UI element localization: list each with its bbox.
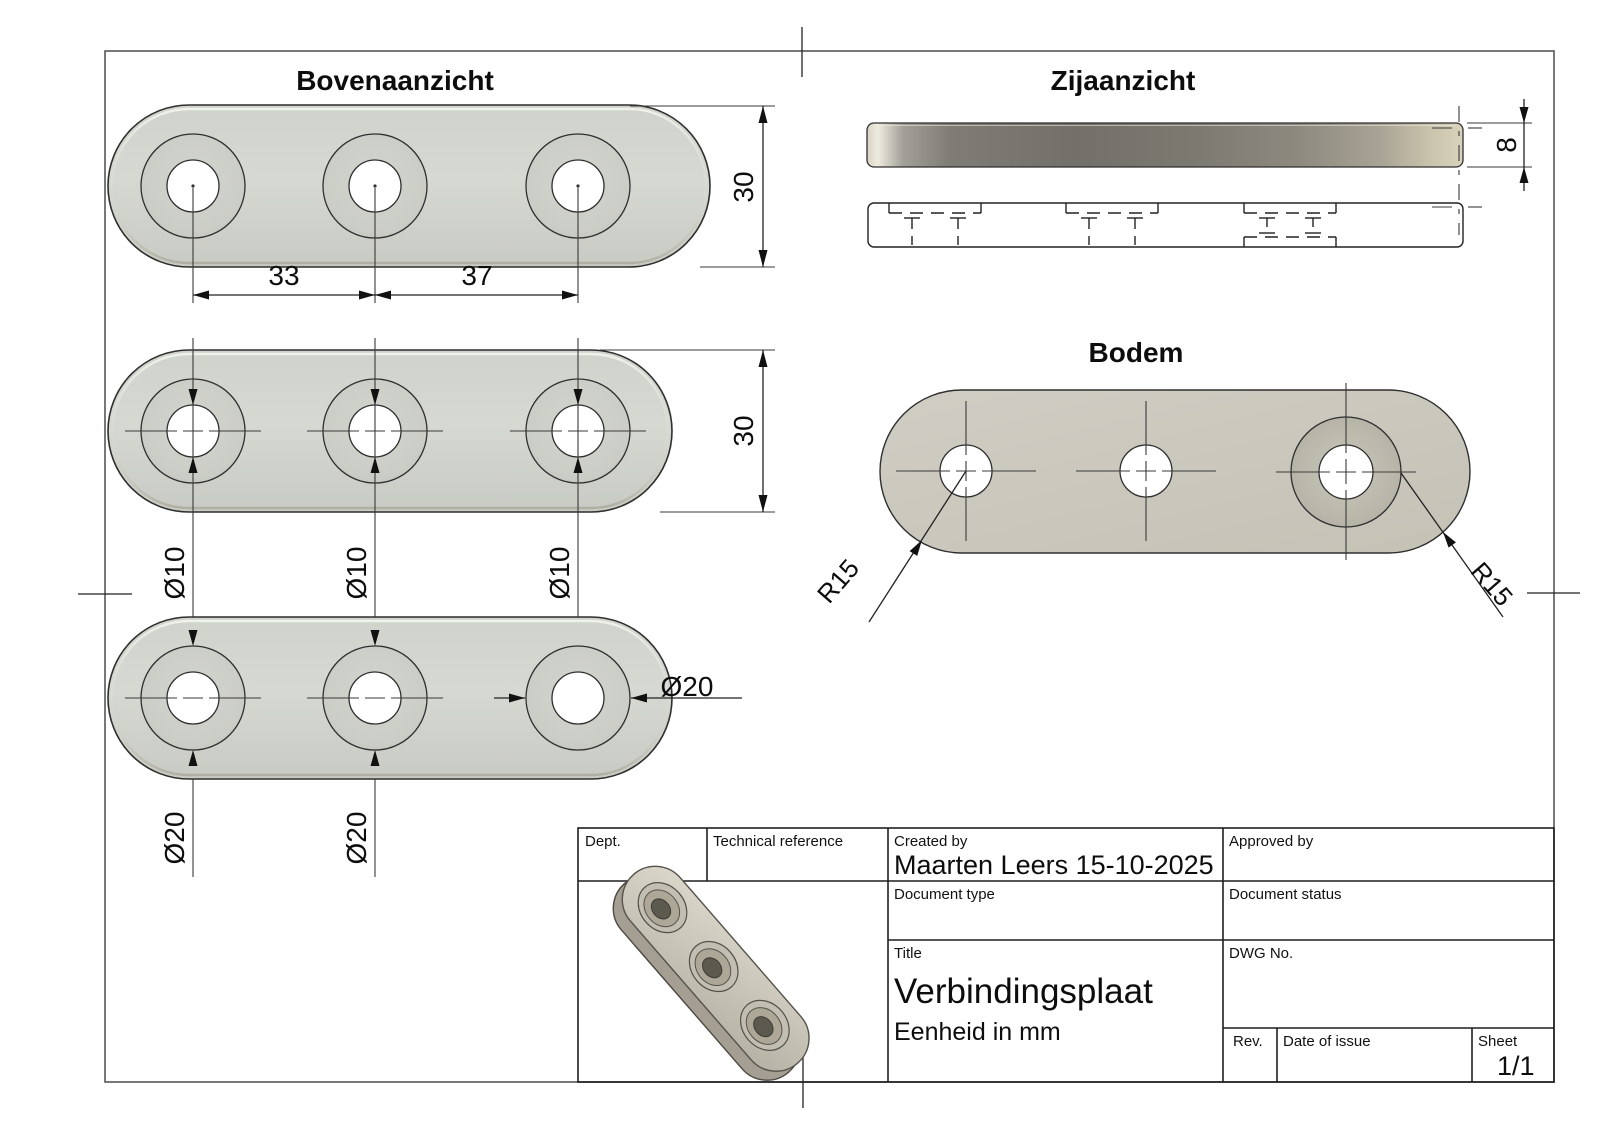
title-value: Verbindingsplaat <box>894 972 1153 1011</box>
created-by-value: Maarten Leers 15-10-2025 <box>894 850 1214 880</box>
hidden-hole-group-1 <box>888 203 982 245</box>
iso-hole-1 <box>637 882 688 934</box>
dim-hole-2: Ø10 <box>341 547 372 600</box>
dim-hole-1: Ø10 <box>159 547 190 600</box>
bottom-view: Bodem R15 R15 <box>811 337 1519 623</box>
created-by-label: Created by <box>894 833 968 850</box>
dim-width-top: 30 <box>728 171 759 202</box>
dept-label: Dept. <box>585 833 621 850</box>
rev-label: Rev. <box>1233 1033 1263 1050</box>
dim-spacing-right: 37 <box>461 260 492 291</box>
hidden-hole-group-2 <box>1065 203 1159 245</box>
top-view-title: Bovenaanzicht <box>296 65 494 96</box>
hole-diameter-dimension: Ø10 Ø10 Ø10 <box>159 338 583 877</box>
document-status-label: Document status <box>1229 886 1342 903</box>
side-view-shaded-bar <box>866 122 1464 168</box>
dim-hole-3: Ø10 <box>544 547 575 600</box>
side-view-title: Zijaanzicht <box>1051 65 1196 96</box>
iso-hole-2 <box>688 940 739 993</box>
sheet-value: 1/1 <box>1497 1051 1535 1081</box>
side-hidden-view <box>867 202 1464 248</box>
top-view: Bovenaanzicht 33 37 <box>107 65 775 303</box>
side-view-hidden-marks <box>1432 106 1482 235</box>
thickness-dimension: 8 <box>1467 99 1532 191</box>
hole-dim-view: Ø10 Ø10 Ø10 30 <box>107 338 775 877</box>
title-label: Title <box>894 945 922 962</box>
document-type-label: Document type <box>894 886 995 903</box>
hidden-hole-group-3 <box>1243 203 1337 247</box>
dim-thickness: 8 <box>1491 137 1522 153</box>
sheet-label: Sheet <box>1478 1033 1518 1050</box>
technical-reference-label: Technical reference <box>713 833 843 850</box>
side-view: Zijaanzicht 8 <box>866 65 1532 248</box>
dim-width-mid: 30 <box>728 415 759 446</box>
width-dimension-mid: 30 <box>600 349 775 513</box>
counterbore-dim-view: Ø20 Ø20 Ø20 <box>107 616 742 864</box>
date-of-issue-label: Date of issue <box>1283 1033 1371 1050</box>
iso-hole-3 <box>739 999 790 1051</box>
dim-radius-right: R15 <box>1465 556 1519 612</box>
dim-radius-left: R15 <box>811 553 865 609</box>
units-note: Eenheid in mm <box>894 1018 1061 1046</box>
title-block: Dept. Technical reference Created by Maa… <box>577 827 1555 1083</box>
dim-spacing-left: 33 <box>268 260 299 291</box>
bottom-view-title: Bodem <box>1089 337 1184 368</box>
dim-counterbore-1: Ø20 <box>159 812 190 865</box>
approved-by-label: Approved by <box>1229 833 1314 850</box>
iso-view <box>612 865 810 1081</box>
dwg-no-label: DWG No. <box>1229 945 1293 962</box>
counterbore-diameter-dimension: Ø20 Ø20 Ø20 <box>159 630 742 864</box>
dim-counterbore-2: Ø20 <box>341 812 372 865</box>
dim-counterbore-3: Ø20 <box>661 671 714 702</box>
top-view-holes <box>140 133 631 239</box>
spacing-dimension: 33 37 <box>192 188 579 303</box>
width-dimension-top: 30 <box>630 105 775 268</box>
